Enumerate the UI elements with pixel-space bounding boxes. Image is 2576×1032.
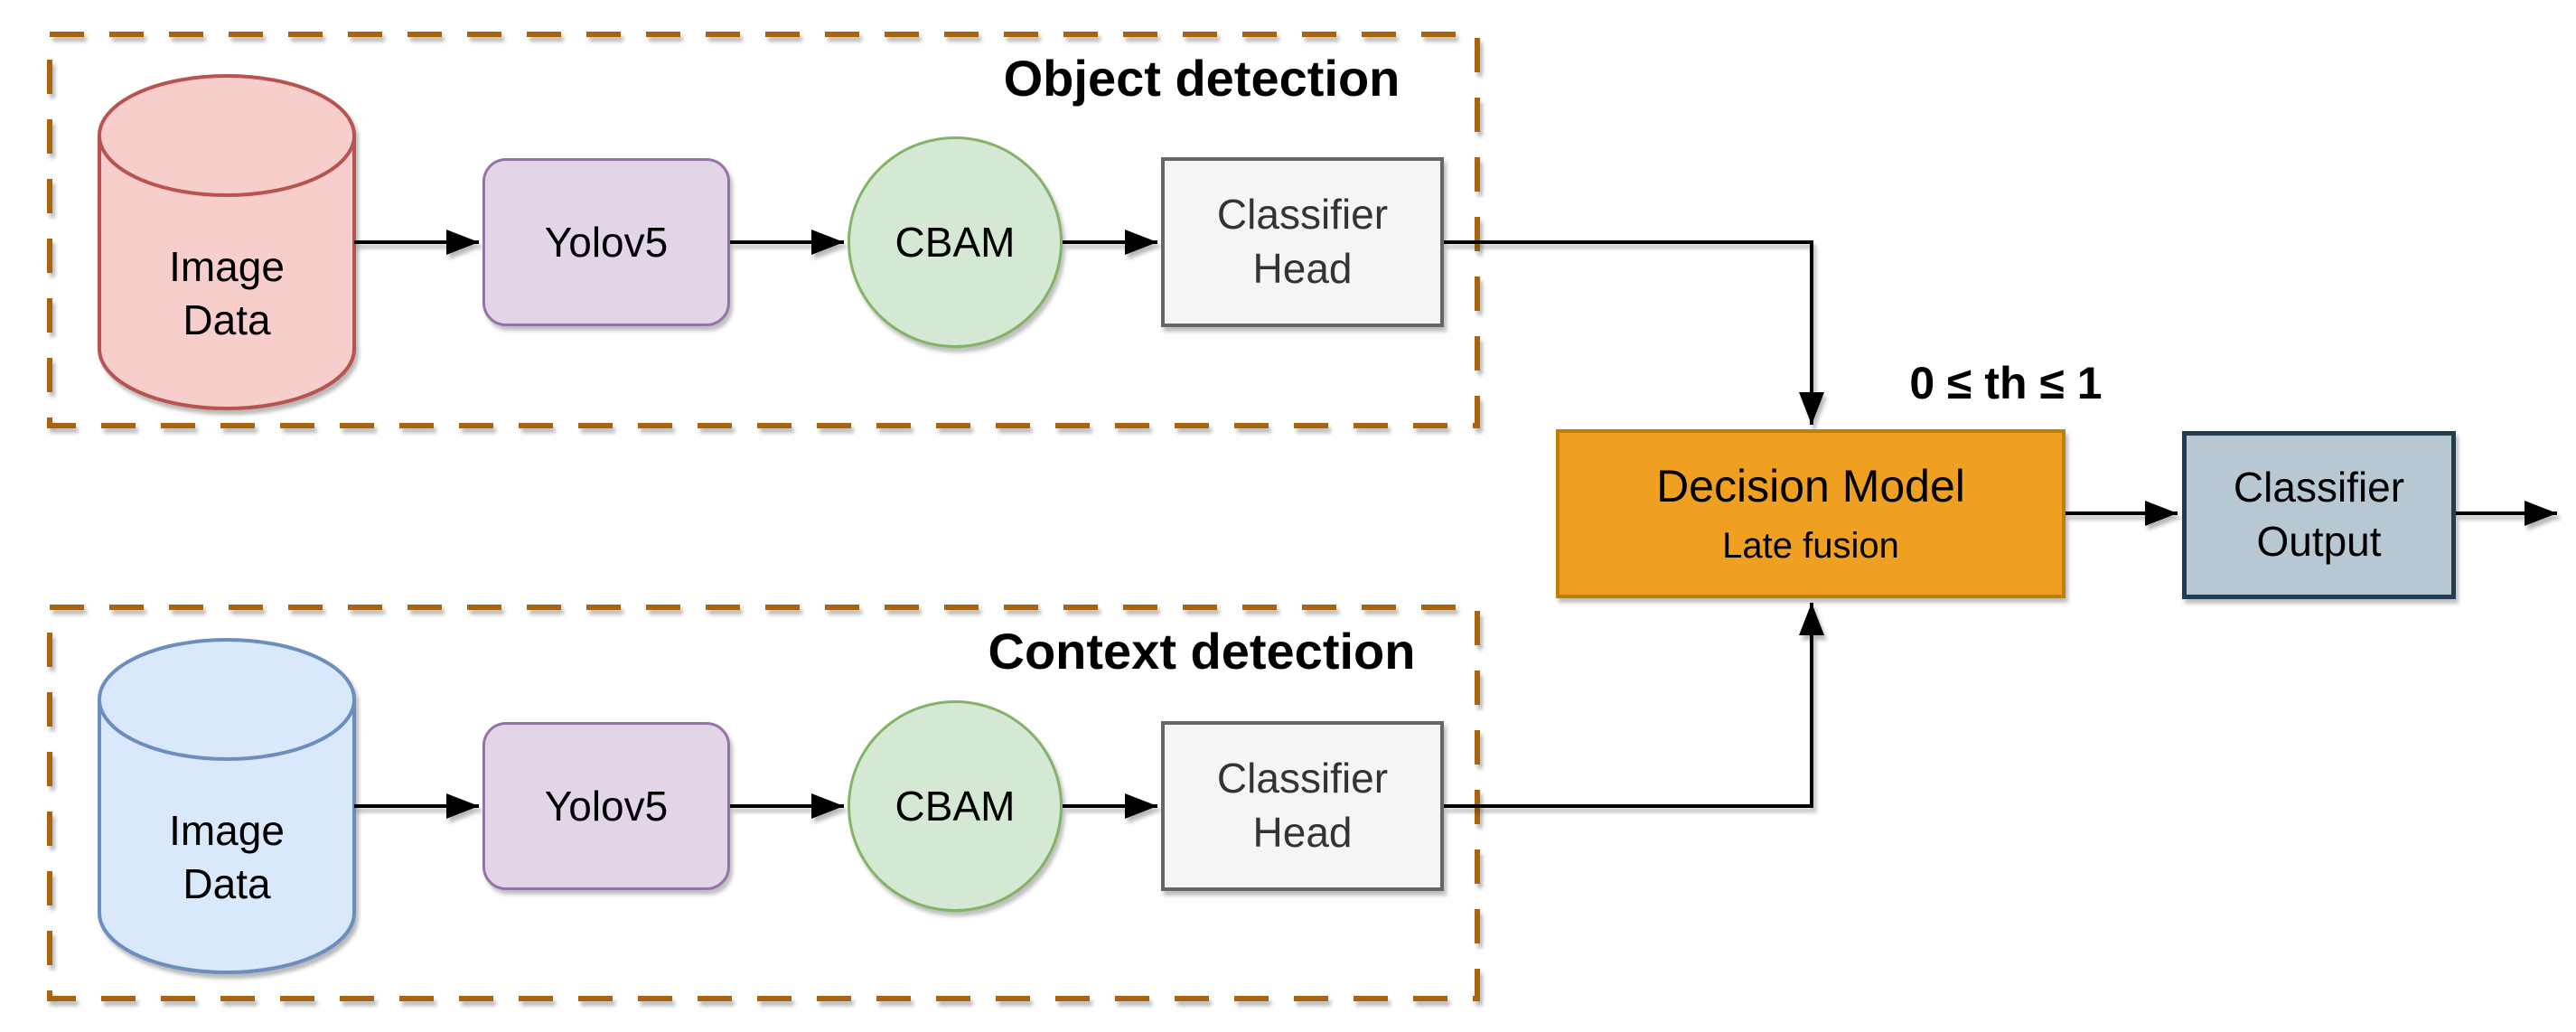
threshold-label: 0 ≤ th ≤ 1 [1909,358,2103,408]
cbam-node-context: CBAM [848,700,1063,912]
image-data-cylinder-object [98,74,356,410]
classifier-output-node: Classifier Output [2182,431,2456,599]
classifier-head-node-object: Classifier Head [1161,157,1444,327]
decision-model-subtitle: Late fusion [1722,526,1899,566]
context-detection-group-border [47,605,1480,1001]
decision-model-node: Decision Model Late fusion [1556,429,2065,598]
cbam-node-object: CBAM [848,136,1063,348]
context-detection-title: Context detection [988,623,1416,680]
image-data-label-context: Image Data [169,807,285,907]
cylinder-rim [98,699,356,761]
image-data-label-object: Image Data [169,243,285,343]
image-data-cylinder-context [98,638,356,974]
arrow-head-context-to-decision [1444,603,1824,808]
arrow-head-object-to-decision [1444,240,1824,425]
cylinder-body [98,638,356,974]
object-detection-group-border [47,32,1480,428]
classifier-head-node-context: Classifier Head [1161,721,1444,891]
decision-model-title: Decision Model [1656,461,1965,511]
cylinder-rim [98,135,356,197]
object-detection-title: Object detection [1003,50,1400,107]
cylinder-body [98,74,356,410]
yolov5-node-object: Yolov5 [482,158,730,326]
yolov5-node-context: Yolov5 [482,722,730,890]
